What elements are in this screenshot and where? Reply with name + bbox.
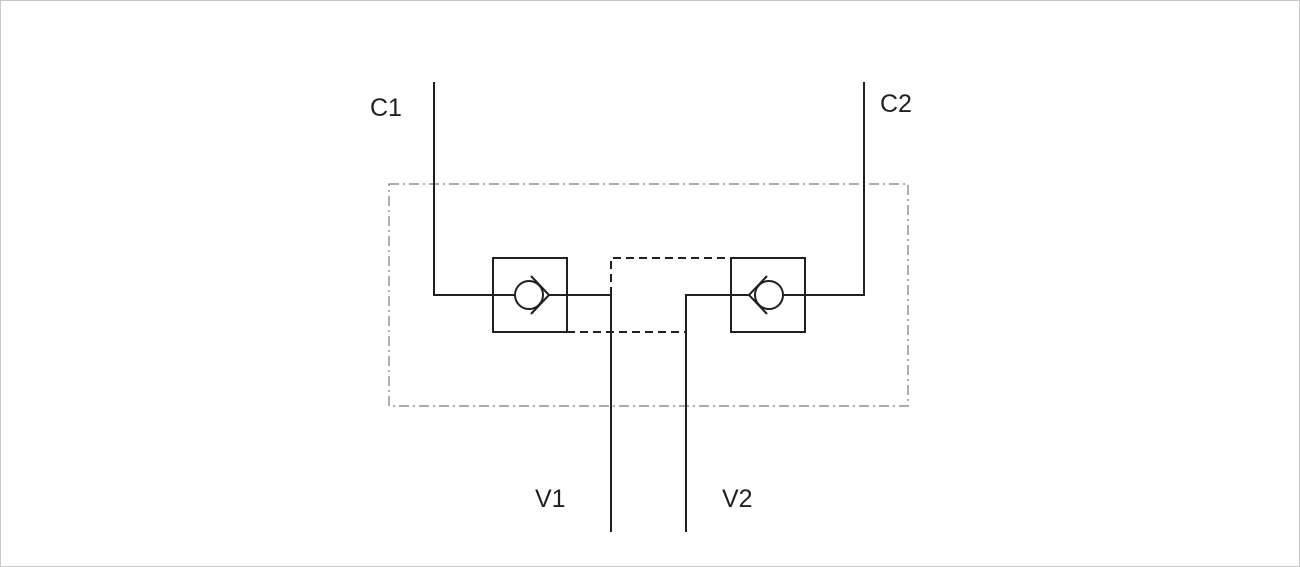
check-valve-left <box>492 257 568 333</box>
c2-port-line <box>805 82 865 296</box>
check-valve-right-ball <box>754 280 784 310</box>
port-label-c2: C2 <box>880 90 912 118</box>
port-label-v2: V2 <box>722 485 753 513</box>
pilot-line-v2-to-left-valve <box>567 295 687 333</box>
v2-port-line <box>685 294 731 532</box>
v1-port-line <box>567 294 612 532</box>
pilot-line-v1-to-right-valve <box>610 257 731 295</box>
valve-block-boundary <box>388 183 909 407</box>
check-valve-left-ball <box>514 280 544 310</box>
c1-port-line <box>433 82 493 296</box>
port-label-c1: C1 <box>370 94 402 122</box>
port-label-v1: V1 <box>535 485 566 513</box>
check-valve-right <box>730 257 806 333</box>
